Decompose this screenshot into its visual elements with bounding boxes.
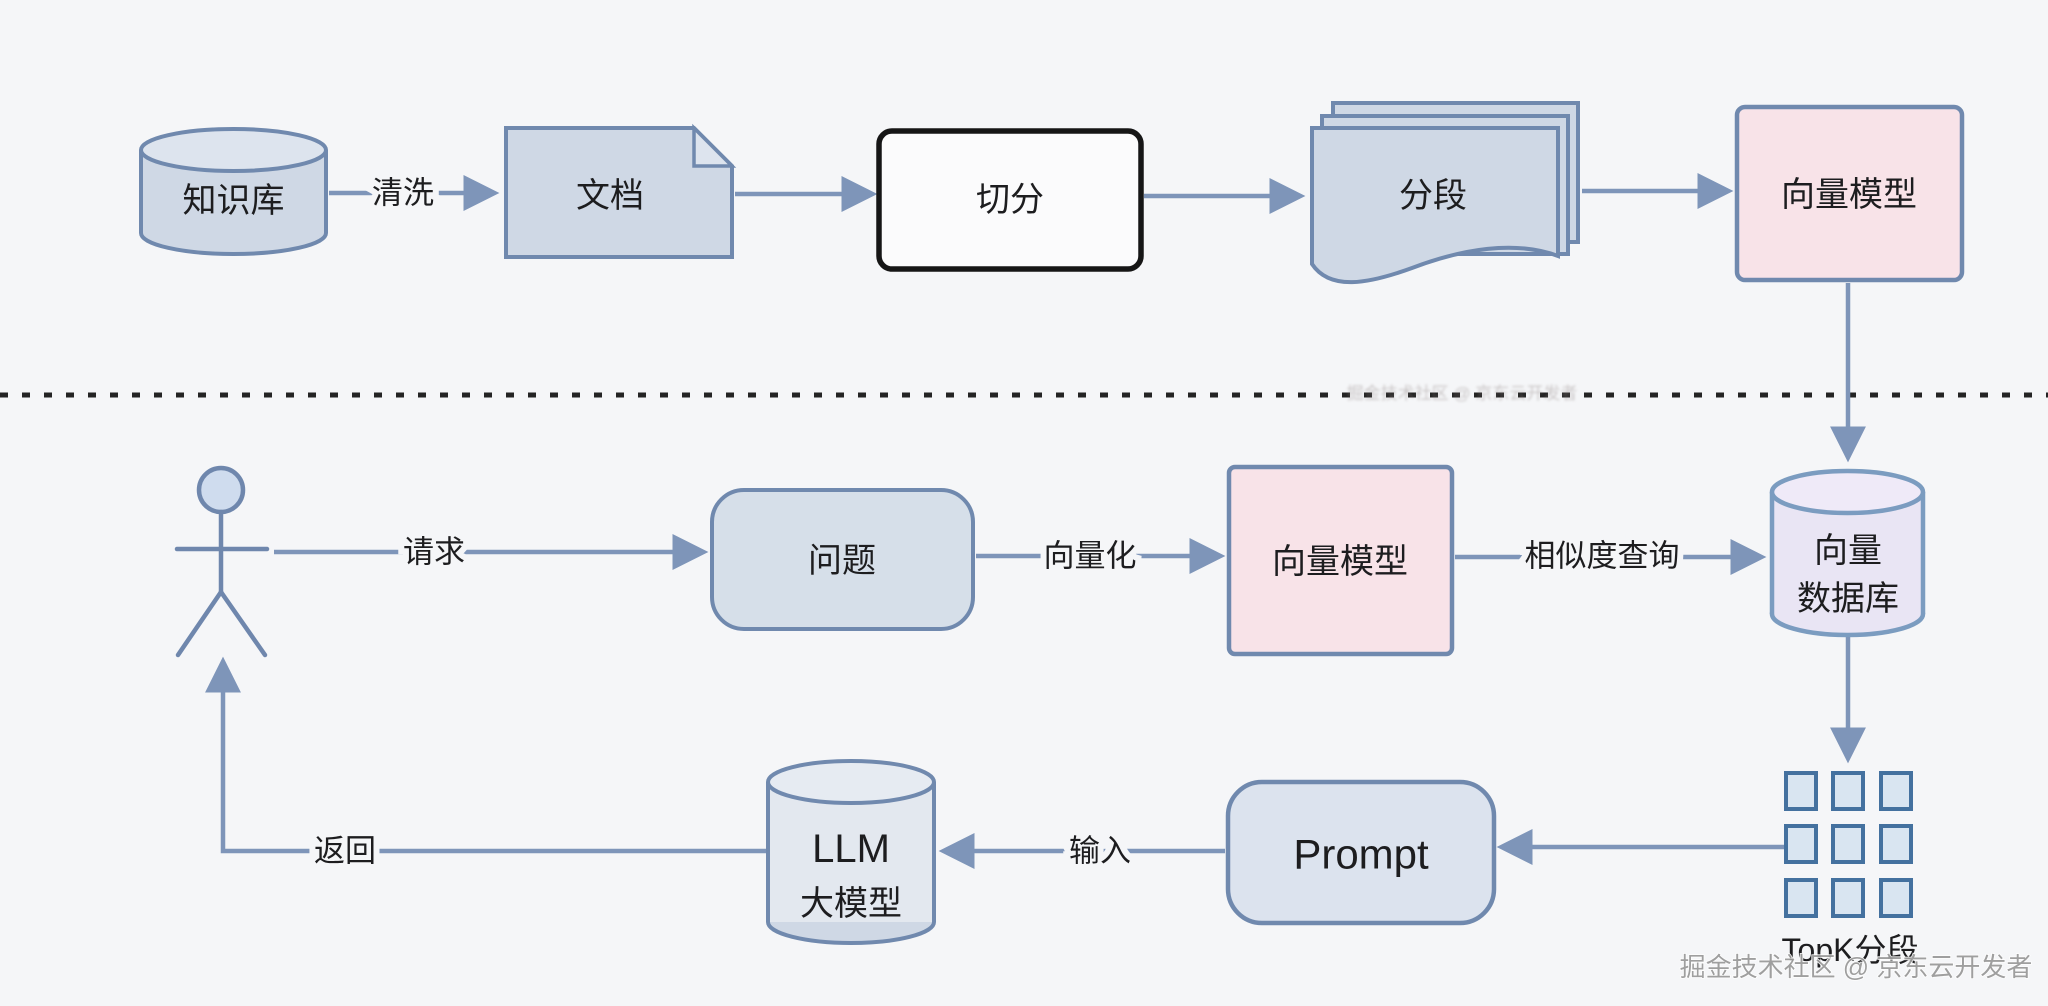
vector-db-label-line2: 数据库 [1797,580,1899,618]
prompt-label: Prompt [1293,831,1429,878]
topk-chunk-square [1784,878,1818,918]
watermark-faint: 掘金技术社区 @ 京东云开发者 [1347,384,1578,403]
person-head [196,465,246,515]
llm-cylinder-icon: LLM 大模型 [766,759,936,945]
topk-chunk-square [1879,771,1913,811]
build-flow: 知识库 清洗 文档 切分 分段 向量模型 [139,101,1965,463]
document-shape-icon: 文档 [504,123,737,259]
topk-chunk-square [1831,878,1865,918]
embedding-model-top-label: 向量模型 [1781,176,1917,214]
llm-label-line2: 大模型 [800,885,902,923]
edge-return-arrow [205,656,766,854]
input-edge-label: 输入 [1069,834,1131,869]
vectorize-edge-label: 向量化 [1044,539,1137,574]
vector-db-cylinder-icon: 向量 数据库 [1769,468,1926,638]
request-edge-label: 请求 [403,535,465,570]
topk-chunk-square [1784,771,1818,811]
document-body [504,126,734,259]
prompt-rect [1225,779,1497,926]
vector-db-label-line1: 向量 [1814,532,1882,570]
similarity-edge-label: 相似度查询 [1525,539,1680,574]
split-label: 切分 [976,181,1044,219]
person-leg-left [175,589,224,658]
embedding-model-bottom-label: 向量模型 [1272,543,1408,581]
knowledge-base-label: 知识库 [183,182,285,220]
document-label: 文档 [576,177,644,215]
knowledge-base-cylinder-icon: 知识库 [139,127,328,256]
topk-chunk-square [1879,878,1913,918]
stack-page-front [1310,126,1560,285]
split-box: 切分 [876,128,1144,272]
cylinder-top [139,127,328,173]
question-rect [710,488,975,631]
segments-document-stack-icon: 分段 [1310,101,1580,285]
cylinder-top [766,759,936,805]
split-box-rect [876,128,1144,272]
return-edge-label: 返回 [314,834,376,869]
topk-chunk-square [1831,771,1865,811]
embedding-model-bottom-rect [1226,464,1455,657]
topk-chunk-square [1784,824,1818,864]
topk-chunk-square [1879,824,1913,864]
person-leg-right [218,589,268,658]
topk-label: TopK分段 [1782,932,1919,968]
topk-chunk-square [1831,824,1865,864]
question-box: 问题 [710,488,975,631]
segments-label: 分段 [1399,177,1467,215]
embedding-model-top-rect [1734,104,1965,283]
embedding-model-bottom-box: 向量模型 [1226,464,1455,657]
cylinder-body [768,782,934,922]
question-label: 问题 [808,542,876,580]
clean-edge-label: 清洗 [372,176,434,211]
cylinder-top [1769,468,1926,516]
topk-grid-icon: TopK分段 [1782,771,1919,968]
embedding-model-top-box: 向量模型 [1734,104,1965,283]
llm-label-line1: LLM [812,827,890,871]
document-fold-corner [692,123,737,168]
prompt-box: Prompt [1225,779,1497,926]
watermark: 掘金技术社区 @ 京东云开发者 [1680,952,2033,982]
user-stick-figure-icon [174,465,270,658]
query-flow: 请求 问题 向量化 向量模型 相似度查询 向量 数据库 [174,464,1926,968]
